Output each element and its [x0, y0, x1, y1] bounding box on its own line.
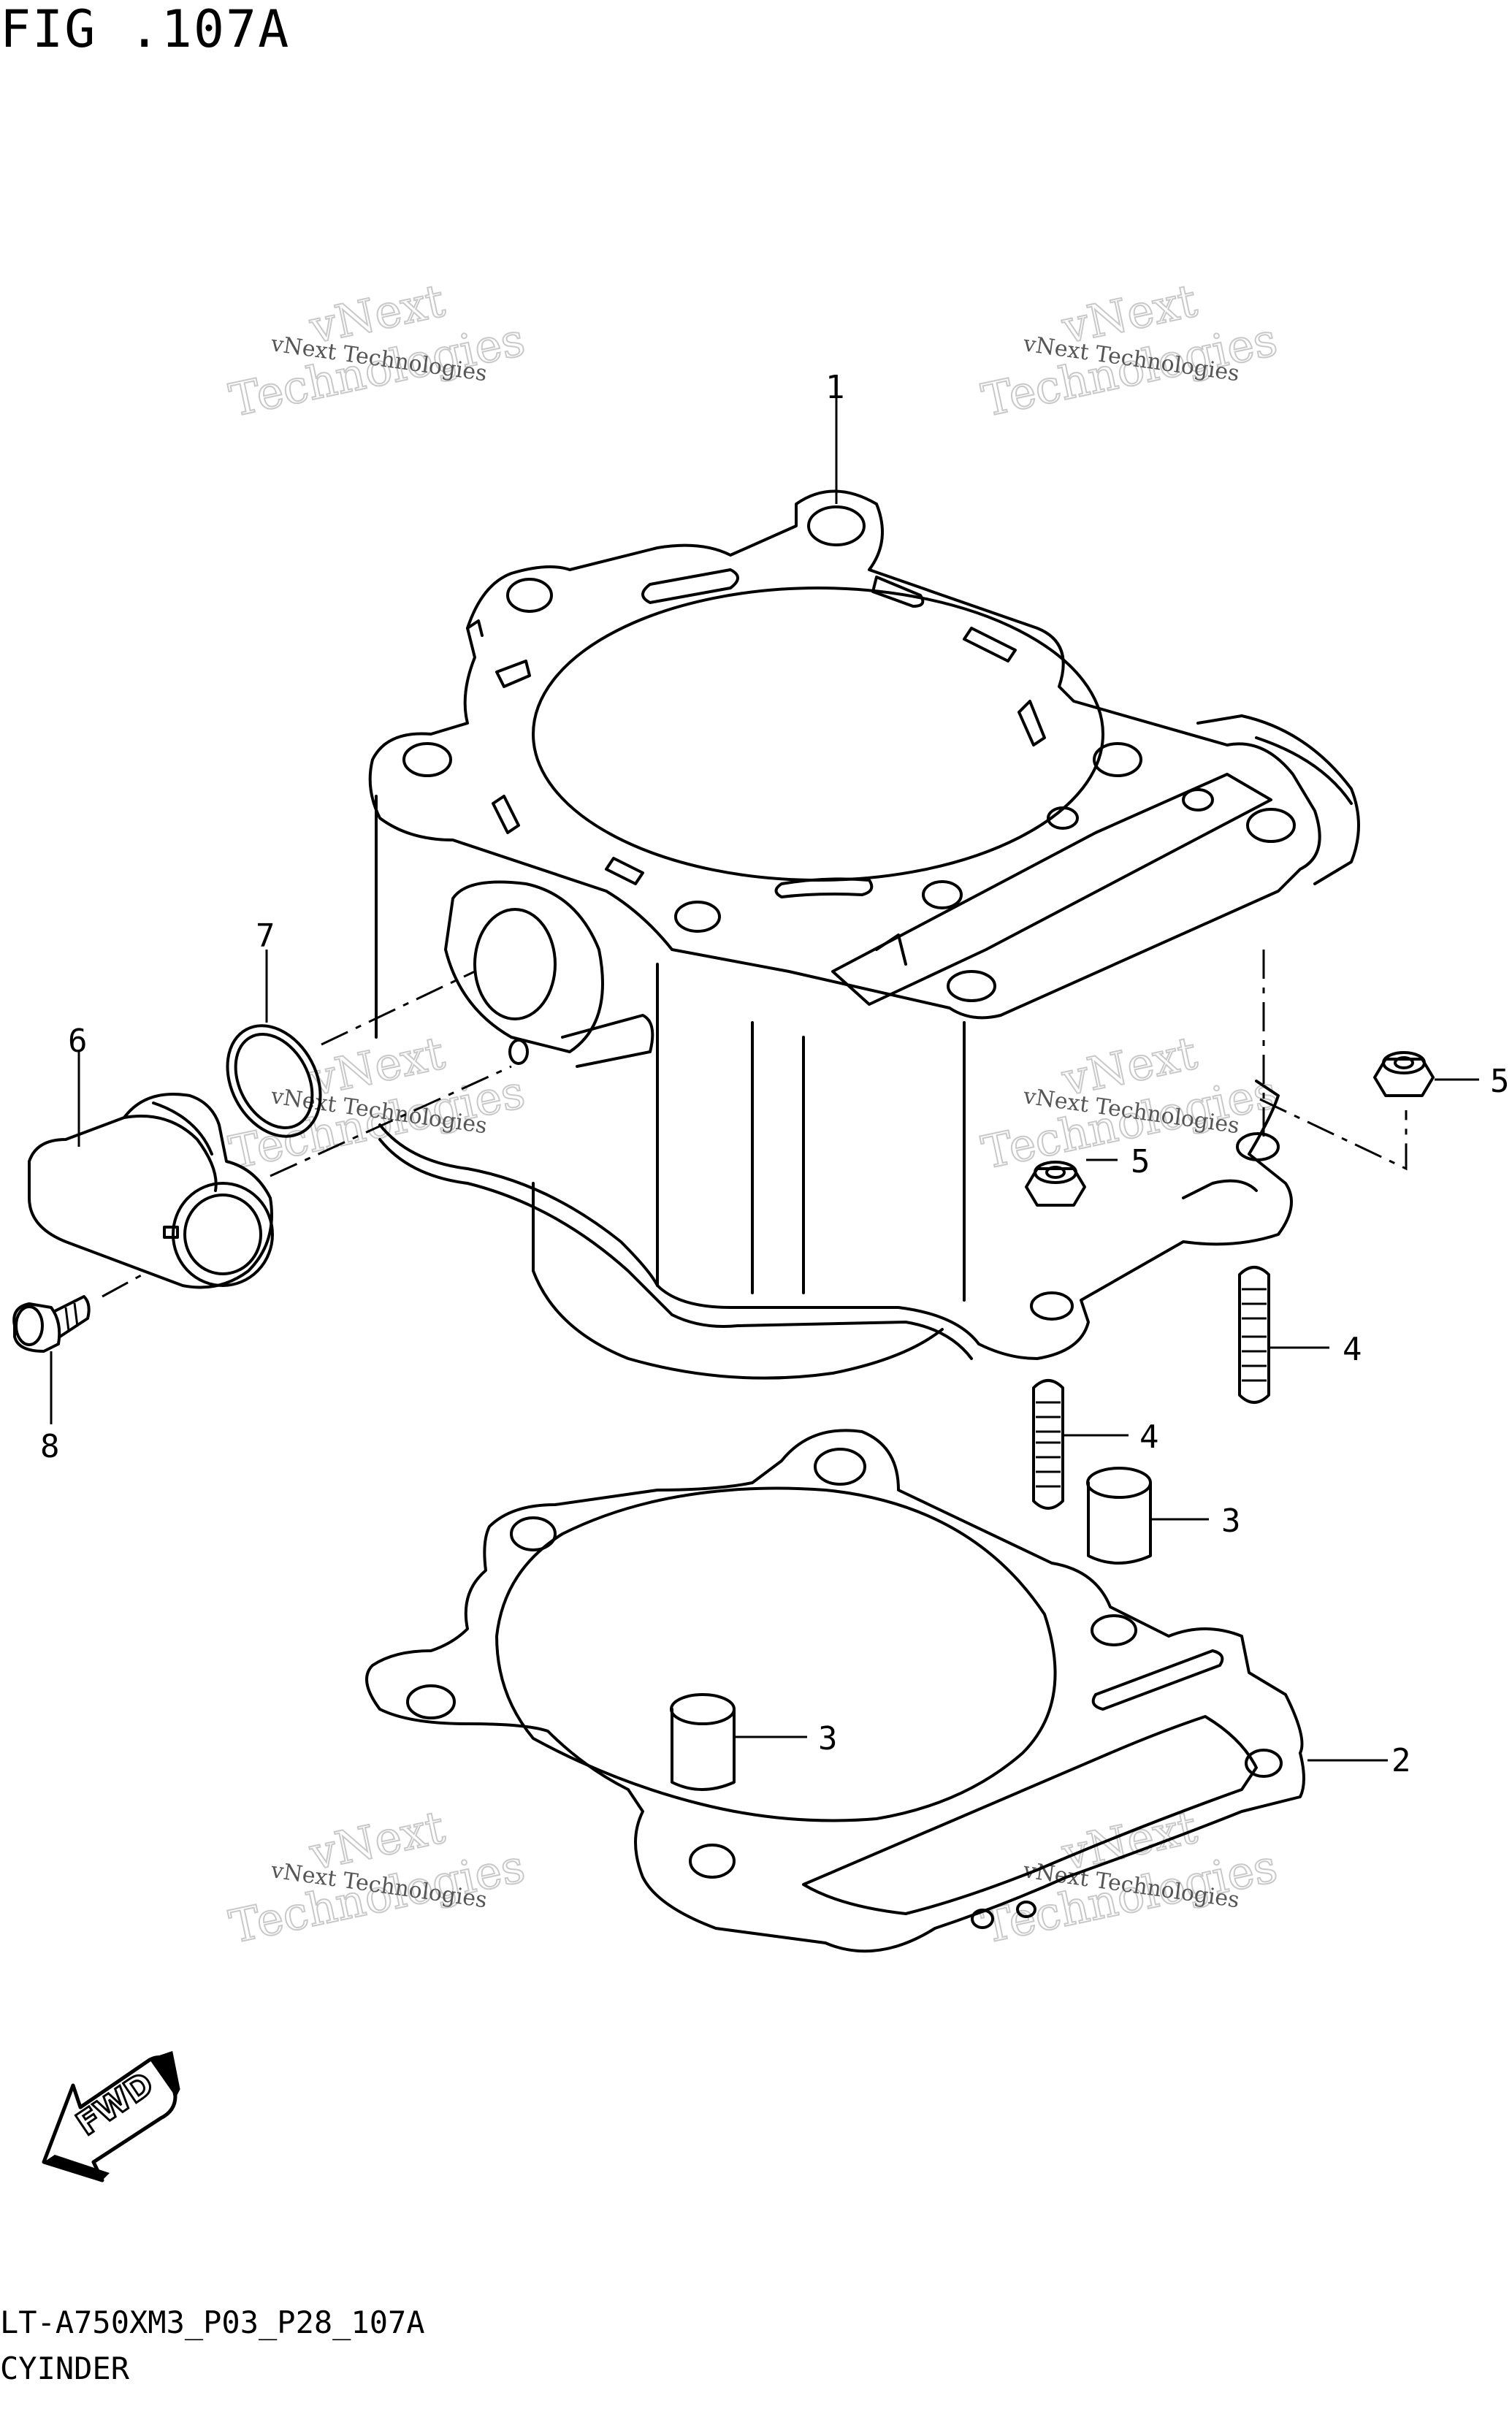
inlet-pipe-part-6: [28, 1093, 274, 1289]
callout-2: 2: [1391, 1742, 1411, 1779]
callout-8: 8: [40, 1428, 60, 1465]
callout-5a: 5: [1131, 1143, 1150, 1180]
nut-5b: [1373, 1051, 1435, 1097]
callout-3b: 3: [818, 1720, 838, 1757]
figure-title: FIG .107A: [0, 0, 291, 59]
stud-4b: [1238, 1266, 1270, 1404]
watermark-bottom-left: vNext Technologies vNext Technologies: [224, 1800, 530, 1955]
callout-1: 1: [825, 369, 845, 406]
callout-3a: 3: [1221, 1502, 1241, 1540]
callout-4b: 4: [1343, 1331, 1362, 1368]
callout-6: 6: [68, 1023, 88, 1060]
stud-4a: [1032, 1379, 1064, 1510]
watermark-mid-right: vNext Technologies vNext Technologies: [977, 1026, 1283, 1180]
watermark-top-right: vNext Technologies vNext Technologies: [977, 273, 1283, 428]
gasket-part-2: [365, 1429, 1305, 1953]
callout-7: 7: [256, 917, 275, 955]
figure-code: LT-A750XM3_P03_P28_107A: [0, 2304, 425, 2340]
cylinder-part-1: [368, 489, 1360, 1380]
o-ring-part-7: [226, 1024, 322, 1138]
dowel-pin-3b: [670, 1693, 736, 1791]
watermark-mid-left: vNext Technologies vNext Technologies: [224, 1026, 530, 1180]
callout-4a: 4: [1139, 1418, 1159, 1456]
dowel-pin-3a: [1086, 1467, 1152, 1565]
callout-5b: 5: [1490, 1063, 1510, 1100]
fwd-arrow-icon: FWD: [42, 2051, 180, 2182]
watermark-top-left: vNext Technologies vNext Technologies: [224, 273, 530, 428]
bolt-part-8: [12, 1295, 91, 1353]
figure-name: CYINDER: [0, 2350, 130, 2386]
nut-5a: [1025, 1161, 1086, 1207]
